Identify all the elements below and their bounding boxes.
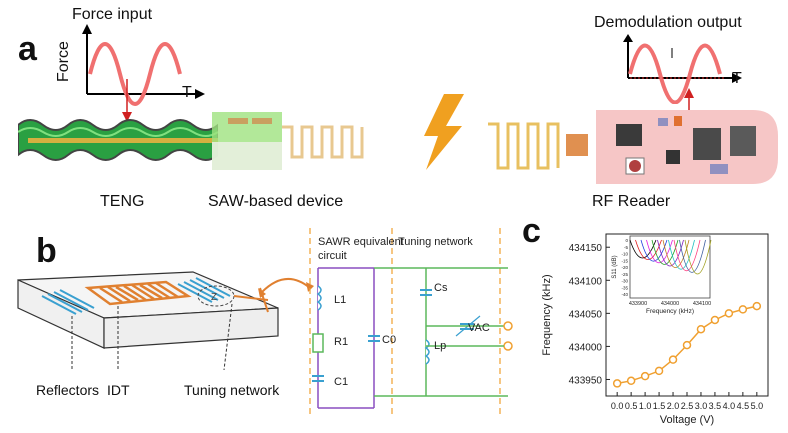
x-tick-label: 0.0: [611, 401, 624, 411]
x-tick-label: 3.5: [709, 401, 722, 411]
s11-inset: 0 -5 -10-15 -20 -25 -30-35 -40 433900 434000 434…: [612, 235, 712, 315]
inset-x-tick-label: 434000: [661, 301, 679, 307]
force-axis-label: Force: [55, 41, 72, 82]
inset-y-tick-label: -25: [621, 272, 628, 277]
data-point: [724, 309, 734, 318]
inset-x-tick-label: 434100: [693, 301, 711, 307]
y-axis-label: Frequency (kHz): [541, 274, 553, 355]
x-tick-label: 2.5: [681, 401, 694, 411]
panel-c-letter: c: [522, 212, 541, 250]
y-tick-label: 434150: [569, 243, 603, 254]
force-time-label: T: [182, 84, 192, 101]
inset-curve: [684, 239, 712, 275]
y-tick-label: 434000: [569, 342, 603, 353]
circuit-c1: C1: [334, 376, 349, 388]
inset-x-tick-label: 433900: [629, 301, 647, 307]
x-axis-label: Voltage (V): [660, 414, 714, 426]
inset-y-tick-label: -5: [624, 245, 628, 250]
data-point: [696, 324, 706, 334]
inset-curve: [668, 239, 695, 270]
data-point: [640, 371, 650, 381]
tuning-box-z: Z: [211, 292, 217, 303]
circuit-l1: L1: [334, 294, 347, 306]
idt-label: IDT: [107, 382, 130, 398]
tuning-title: Tuning network: [398, 236, 473, 248]
inset-y-tick-label: -10: [621, 252, 628, 257]
inset-x-label: Frequency (kHz): [646, 308, 694, 315]
teng-label: TENG: [100, 193, 145, 210]
inset-y-label: S11 (dB): [612, 255, 618, 278]
inset-y-tick-label: -40: [621, 292, 628, 297]
y-tick-label: 433950: [569, 375, 603, 386]
tuning-network-label: Tuning network: [184, 382, 280, 398]
y-tick-label: 434050: [569, 309, 603, 320]
circuit-r1: R1: [334, 336, 349, 348]
data-point: [710, 315, 720, 325]
inset-y-tick-label: -15: [621, 258, 628, 263]
panel-b-letter: b: [36, 232, 57, 270]
x-tick-label: 3.0: [695, 401, 708, 411]
saw-device-label: SAW-based device: [208, 193, 344, 210]
demod-output-title: Demodulation output: [594, 14, 742, 31]
inset-curve: [673, 239, 701, 272]
inset-y-tick-label: -35: [621, 285, 628, 290]
data-point: [668, 355, 678, 364]
force-input-plot: [82, 24, 205, 122]
data-point: [654, 366, 664, 376]
x-tick-label: 0.5: [625, 401, 638, 411]
circuit-vac: VAC: [468, 322, 490, 334]
data-point: [612, 379, 622, 388]
x-tick-label: 5.0: [751, 401, 764, 411]
data-point: [626, 376, 636, 386]
sawr-title-1: SAWR equivalent: [318, 236, 404, 248]
inset-curve: [679, 239, 706, 273]
panel-a-letter: a: [18, 30, 37, 68]
data-point: [682, 340, 692, 350]
x-tick-label: 1.0: [639, 401, 652, 411]
rf-reader-label: RF Reader: [592, 193, 671, 210]
demod-output-plot: [623, 34, 742, 104]
demod-time-label: T: [732, 70, 742, 87]
inset-y-tick-label: -20: [621, 265, 628, 270]
saw-chip-illustration: Z: [17, 271, 279, 371]
inset-y-tick-label: -30: [621, 279, 628, 284]
y-tick-label: 434100: [569, 276, 603, 287]
data-point: [752, 301, 762, 311]
inset-y-tick-label: 0: [625, 238, 628, 243]
teng-tube: [18, 119, 218, 161]
circuit-cs: Cs: [434, 282, 448, 294]
x-tick-label: 2.0: [667, 401, 680, 411]
x-tick-label: 4.5: [737, 401, 750, 411]
inset-curve: [662, 239, 690, 268]
zoom-arrow: [258, 278, 314, 298]
equivalent-circuit: [309, 228, 513, 418]
saw-device: [212, 112, 364, 170]
circuit-lp: Lp: [434, 340, 447, 352]
x-tick-label: 4.0: [723, 401, 736, 411]
force-input-title: Force input: [72, 6, 153, 23]
x-tick-label: 1.5: [653, 401, 666, 411]
data-point: [738, 305, 748, 314]
reflectors-label: Reflectors: [36, 382, 100, 398]
rf-reader-board: [488, 110, 778, 184]
sawr-title-2: circuit: [318, 250, 347, 262]
circuit-c0: C0: [382, 334, 397, 346]
wireless-bolt-icon: [424, 94, 464, 170]
